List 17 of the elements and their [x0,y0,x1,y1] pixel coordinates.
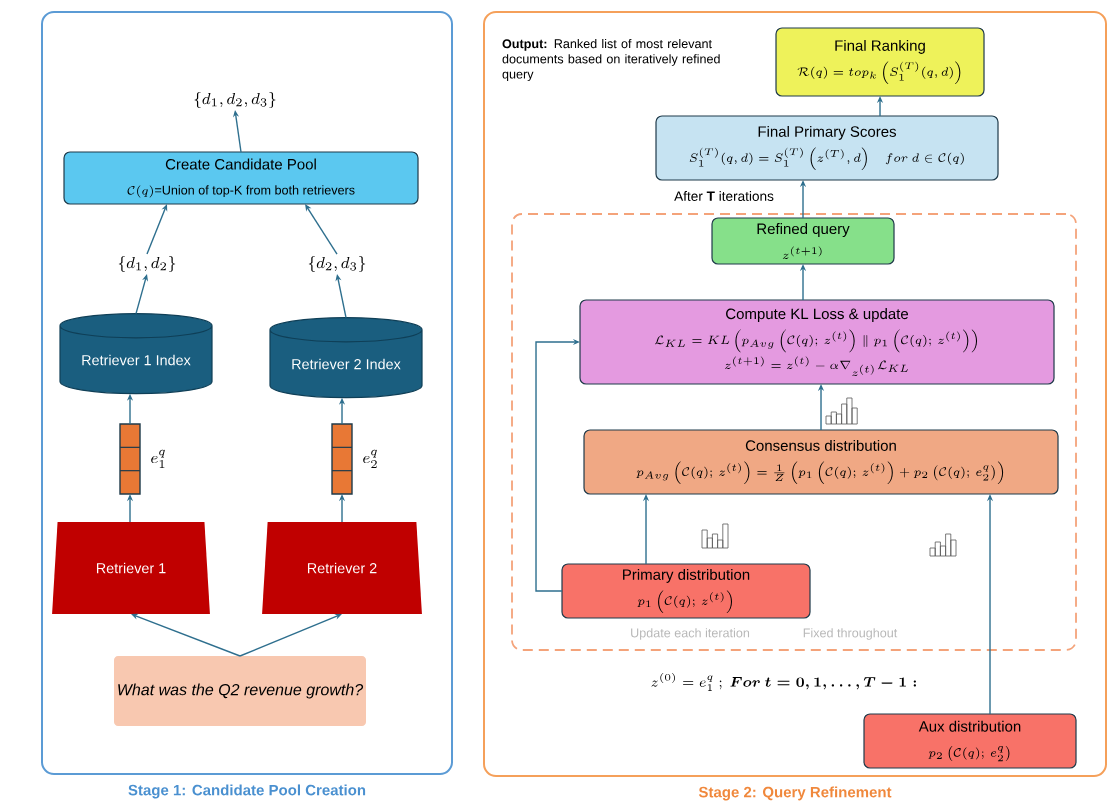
arrow [146,204,168,255]
arrow [239,613,342,657]
query-box: What was the Q2 revenue growth? [114,656,366,726]
document-set: $\{d_1, d_2, d_3\}$ [194,92,276,108]
arrow [305,204,338,255]
document-set: $\{d_2, d_3\}$ [308,256,366,272]
arrow [335,274,347,319]
iteration-region [511,213,1077,651]
arrow [535,338,580,592]
arrow [232,110,242,153]
embedding-vector [119,423,141,495]
vector-label: $e_2^q$ [363,449,377,469]
embedding-vector [331,423,353,495]
arrow [131,613,241,657]
vector-label: $e_1^q$ [151,449,165,469]
document-set: $\{d_1, d_2\}$ [118,256,176,272]
loop-formula: $z^{(0)} = e_1^q\ ;\ \boldsymbol{For\ t = 0, 1, \ldots, T-1:}$ [651,673,916,691]
